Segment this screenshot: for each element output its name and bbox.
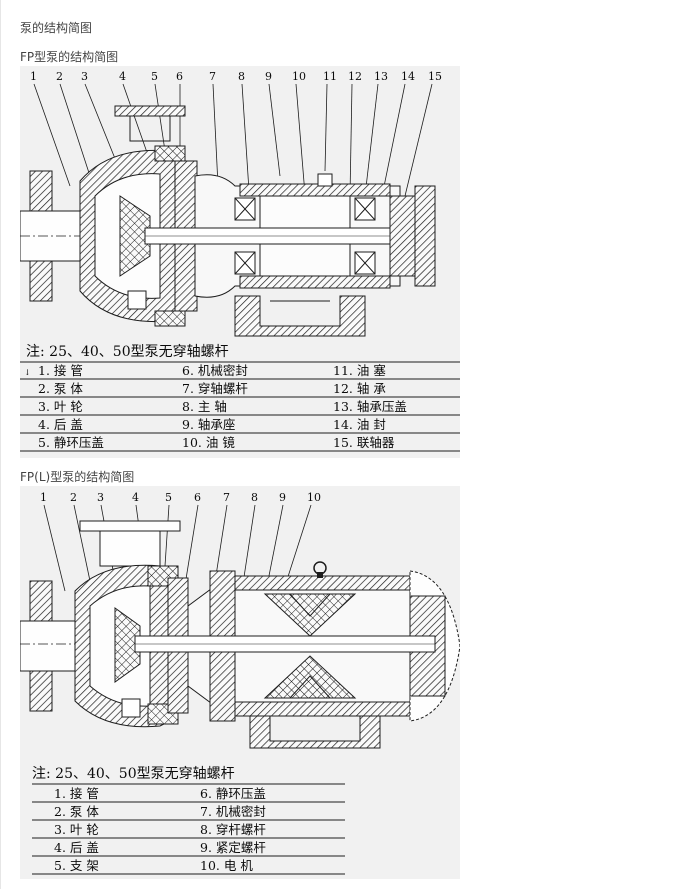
part2-2: 2. 泵 体 xyxy=(54,804,99,819)
part2-4: 4. 后 盖 xyxy=(54,840,99,855)
fp-pump-drawing: 1 2 3 4 5 6 7 8 9 10 11 12 13 14 15 xyxy=(19,70,460,452)
part2-5: 5. 支 架 xyxy=(54,858,99,873)
part-13: 13. 轴承压盖 xyxy=(333,399,407,414)
table-mark: ↓ xyxy=(24,368,31,377)
callout-14: 14 xyxy=(401,70,415,83)
part-15: 15. 联轴器 xyxy=(333,435,395,450)
callout-8: 8 xyxy=(238,70,245,83)
callout-2-6: 6 xyxy=(194,491,201,504)
callout-2-3: 3 xyxy=(97,491,104,504)
fpl-pump-drawing: 1 2 3 4 5 6 7 8 9 10 xyxy=(19,491,461,875)
callout-2-10: 10 xyxy=(307,491,321,504)
callout-2-5: 5 xyxy=(165,491,172,504)
callout-2-4: 4 xyxy=(132,491,139,504)
callout-2-1: 1 xyxy=(40,491,47,504)
part-8: 8. 主 轴 xyxy=(182,399,227,414)
callout-2-8: 8 xyxy=(251,491,258,504)
parts-table-2: 1. 接 管 6. 静环压盖 2. 泵 体 7. 机械密封 3. 叶 轮 8. … xyxy=(32,783,345,875)
callout-numbers-2: 1 2 3 4 5 6 7 8 9 10 xyxy=(40,491,321,504)
parts-table: ↓ 1. 接 管 6. 机械密封 11. 油 塞 2. 泵 体 7. 穿轴螺杆 … xyxy=(20,361,460,452)
callout-3: 3 xyxy=(81,70,88,83)
part-9: 9. 轴承座 xyxy=(182,417,235,432)
part-14: 14. 油 封 xyxy=(333,417,386,432)
diagram-2-heading: FP(L)型泵的结构简图 xyxy=(20,470,135,484)
callout-9: 9 xyxy=(265,70,272,83)
part-6: 6. 机械密封 xyxy=(182,363,248,378)
callout-4: 4 xyxy=(119,70,126,83)
fpl-pump-diagram: 1 2 3 4 5 6 7 8 9 10 xyxy=(19,486,461,879)
part-1: 1. 接 管 xyxy=(38,363,83,378)
note: 注: 25、40、50型泵无穿轴螺杆 xyxy=(26,344,229,360)
callout-15: 15 xyxy=(428,70,442,83)
callout-10: 10 xyxy=(292,70,306,83)
callout-12: 12 xyxy=(348,70,362,83)
callout-11: 11 xyxy=(323,70,337,83)
part2-6: 6. 静环压盖 xyxy=(200,786,266,801)
note-2: 注: 25、40、50型泵无穿轴螺杆 xyxy=(32,766,235,782)
part2-7: 7. 机械密封 xyxy=(200,804,266,819)
part-12: 12. 轴 承 xyxy=(333,381,386,396)
callout-1: 1 xyxy=(30,70,37,83)
part-2: 2. 泵 体 xyxy=(38,381,83,396)
part-4: 4. 后 盖 xyxy=(38,417,83,432)
part2-3: 3. 叶 轮 xyxy=(54,822,99,837)
left-border xyxy=(0,0,1,889)
callout-7: 7 xyxy=(209,70,216,83)
part2-8: 8. 穿杆螺杆 xyxy=(200,822,266,837)
part-7: 7. 穿轴螺杆 xyxy=(182,381,248,396)
callout-numbers: 1 2 3 4 5 6 7 8 9 10 11 12 13 14 15 xyxy=(30,70,442,83)
callout-5: 5 xyxy=(151,70,158,83)
callout-13: 13 xyxy=(374,70,388,83)
fp-pump-diagram: 1 2 3 4 5 6 7 8 9 10 11 12 13 14 15 xyxy=(19,66,460,458)
part-3: 3. 叶 轮 xyxy=(38,399,83,414)
part-10: 10. 油 镜 xyxy=(182,435,235,450)
part2-9: 9. 紧定螺杆 xyxy=(200,840,266,855)
part-5: 5. 静环压盖 xyxy=(38,435,104,450)
diagram-1-heading: FP型泵的结构简图 xyxy=(20,50,119,64)
part2-1: 1. 接 管 xyxy=(54,786,99,801)
callout-2-7: 7 xyxy=(223,491,230,504)
callout-6: 6 xyxy=(176,70,183,83)
callout-2-9: 9 xyxy=(279,491,286,504)
section-title: 泵的结构简图 xyxy=(20,21,93,35)
part2-10: 10. 电 机 xyxy=(200,858,253,873)
callout-2: 2 xyxy=(56,70,63,83)
part-11: 11. 油 塞 xyxy=(333,363,386,378)
callout-2-2: 2 xyxy=(70,491,77,504)
